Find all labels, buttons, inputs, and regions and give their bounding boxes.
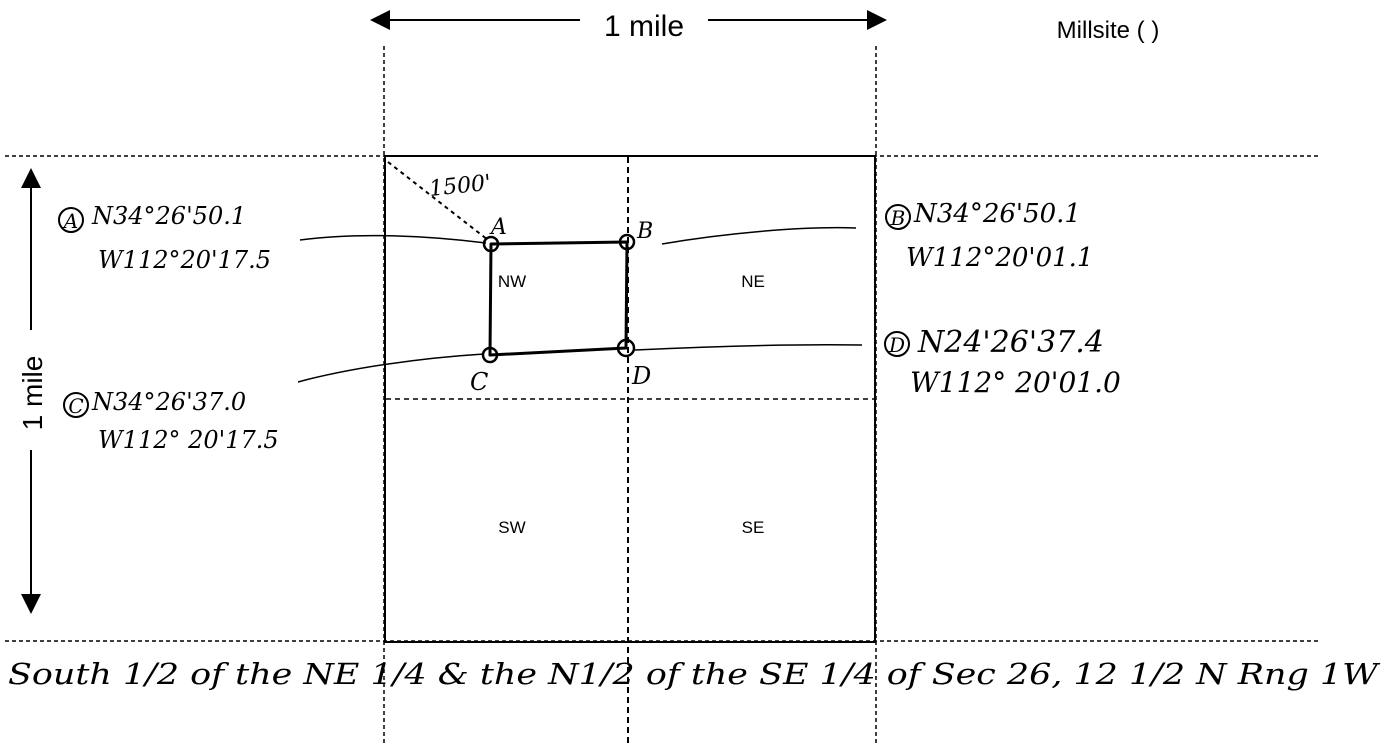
corner-letter-b: B [636,219,653,244]
top-scale: 1 mile [370,10,887,43]
circled-letter-d: D [884,331,910,357]
corner-marker-d [616,338,636,358]
corner-letter-c: C [470,368,488,396]
circled-letter-b-text: B [890,206,906,230]
circled-letter-a: A [58,207,84,233]
corner-b-longitude: W112°20'01.1 [906,243,1093,273]
top-scale-label: 1 mile [604,10,684,43]
corner-b-latitude: N34°26'50.1 [913,199,1081,229]
legal-description: South 1/2 of the NE 1/4 & the N1/2 of th… [8,657,1381,691]
section-box [384,155,876,643]
quarter-ne: NE [741,272,765,291]
distance-line [387,161,489,241]
distance-note: 1500' [428,171,492,202]
circled-letter-c: C [63,392,89,418]
corner-marker-b [618,233,636,251]
corner-letter-a: A [489,215,507,240]
leader-line-b [661,226,857,245]
circled-letter-c-ring [63,392,89,418]
corner-d-longitude: W112° 20'01.0 [910,366,1121,399]
corner-c-latitude: N34°26'37.0 [91,388,246,416]
leader-line-d [633,343,863,351]
corner-marker-a [482,235,500,253]
circled-letter-c-text: C [68,394,83,418]
quarter-se: SE [742,518,765,537]
left-scale-label: 1 mile [17,356,48,431]
corner-a-latitude: N34°26'50.1 [91,202,246,230]
section-grid [5,46,1320,746]
circled-letter-d-text: D [888,333,905,357]
circled-letter-b: B [885,204,911,230]
millsite-label: Millsite ( ) [1057,17,1160,44]
circled-letter-a-text: A [62,209,78,233]
quarter-nw: NW [498,272,526,291]
circled-letter-a-ring [58,207,84,233]
quarter-sw: SW [498,518,525,537]
leader-line-c [297,353,485,383]
corner-d-latitude: N24'26'37.4 [917,325,1104,360]
corner-c-longitude: W112° 20'17.5 [98,426,279,454]
corner-letter-d: D [631,362,651,390]
leader-line-a [299,234,487,244]
corner-a-longitude: W112°20'17.5 [98,246,271,274]
circled-letter-b-ring [885,204,911,230]
left-scale: 1 mile [17,168,48,614]
corner-marker-c [481,346,499,364]
circled-letter-d-ring [884,331,910,357]
claim-boundary [488,240,629,357]
